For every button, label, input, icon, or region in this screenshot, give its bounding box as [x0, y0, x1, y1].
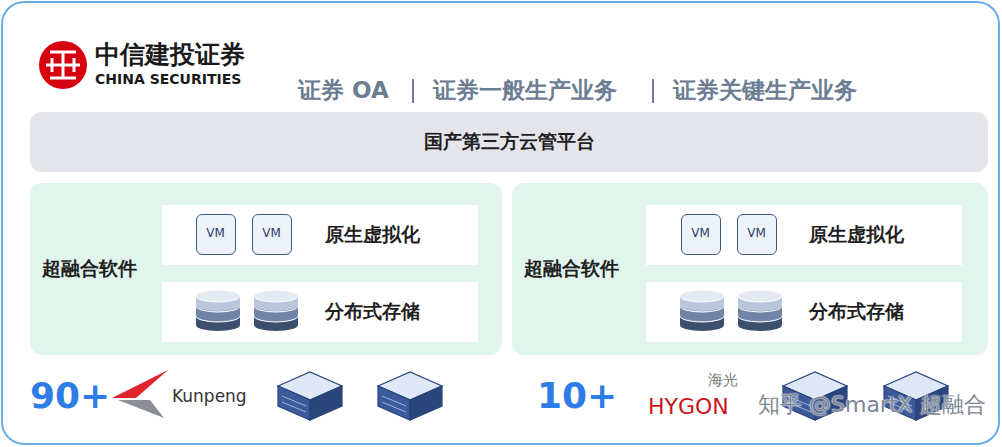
layer-box: 原生虚拟化 VM VM: [162, 205, 478, 265]
watermark: 知乎 @SmartX 超融合: [758, 392, 986, 417]
box-label: 超融合软件: [42, 258, 137, 280]
disk-top: [254, 290, 298, 302]
server-face: [278, 386, 310, 420]
box-label: 超融合软件: [524, 258, 619, 280]
platform-band: 国产第三方云管平台: [30, 112, 988, 172]
layer-box: 原生虚拟化 VM VM: [646, 205, 962, 265]
vm-label: VM: [262, 227, 281, 241]
server-line: [282, 396, 306, 412]
company-logo: [39, 41, 87, 89]
hci-panel: 超融合软件 原生虚拟化 VM VM 分布式存储: [512, 183, 988, 355]
vm-box: VM: [681, 214, 721, 255]
box-label: 原生虚拟化: [325, 224, 420, 246]
vendor-label: Kunpeng: [172, 387, 247, 407]
disk-top: [680, 290, 724, 302]
business-label: 证券 OA: [298, 77, 389, 103]
disk-icons: [162, 282, 312, 342]
box-label: 分布式存储: [325, 301, 420, 323]
vm-box: VM: [196, 214, 236, 255]
server-icon: [278, 372, 342, 420]
vendor-label: 90+: [30, 375, 110, 416]
hci-panel: 超融合软件 原生虚拟化 VM VM 分布式存储: [30, 183, 502, 355]
disk-top: [738, 290, 782, 302]
vm-box: VM: [737, 214, 777, 255]
business-label: 证券一般生产业务: [433, 77, 617, 103]
layer-box: 分布式存储: [162, 282, 478, 342]
vm-label: VM: [206, 227, 225, 241]
layer-box: 分布式存储: [646, 282, 962, 342]
vendor-label: 海光: [708, 372, 738, 389]
disk-top: [196, 290, 240, 302]
server-icon: [378, 372, 442, 420]
vendor-label: HYGON: [648, 394, 729, 419]
box-label: 国产第三方云管平台: [424, 131, 595, 153]
vm-label: VM: [691, 227, 710, 241]
server-face: [310, 386, 342, 420]
business-label: 证券关键生产业务: [673, 77, 857, 103]
separator-bar: [652, 79, 654, 103]
vm-box: VM: [252, 214, 292, 255]
box-label: 原生虚拟化: [809, 224, 904, 246]
box-label: 分布式存储: [809, 301, 904, 323]
disk-icons: [646, 282, 796, 342]
separator-bar: [412, 79, 414, 103]
server-line: [382, 396, 406, 412]
logo-text: 中信建投证券: [95, 41, 245, 70]
kunpeng-logo: [112, 370, 168, 418]
vm-label: VM: [747, 227, 766, 241]
server-face: [410, 386, 442, 420]
server-face: [378, 386, 410, 420]
vendor-label: 10+: [537, 375, 617, 416]
logo-text: CHINA SECURITIES: [95, 71, 241, 87]
